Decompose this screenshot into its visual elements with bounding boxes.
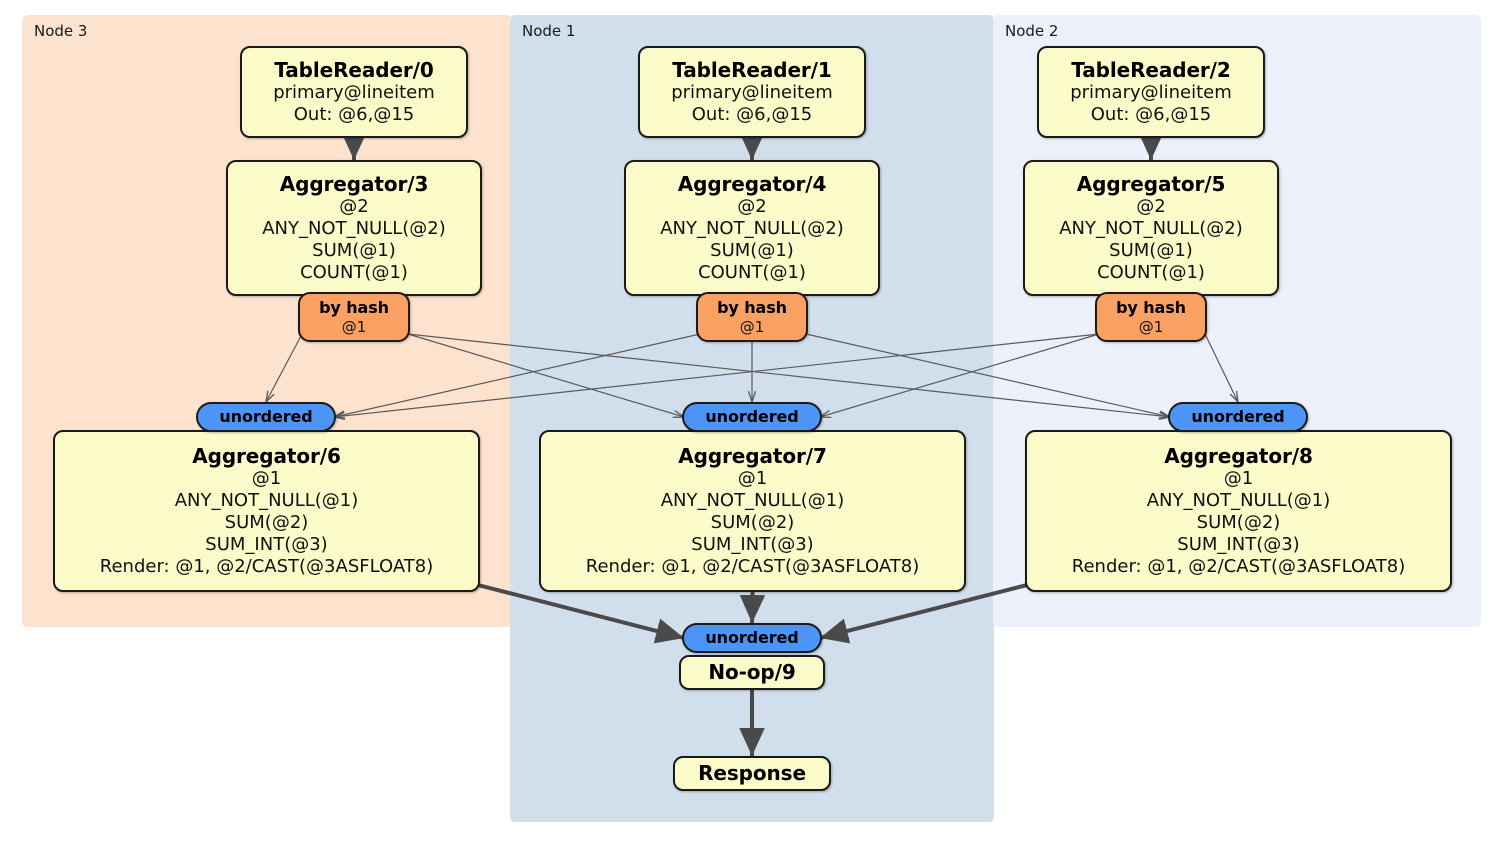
node-detail-line: @1	[1138, 317, 1164, 336]
node-noop9[interactable]: No-op/9	[679, 655, 825, 690]
node-detail-line: ANY_NOT_NULL(@2)	[1059, 218, 1243, 240]
node-detail-line: primary@lineitem	[671, 82, 833, 104]
node-detail-line: @1	[251, 468, 282, 490]
node-detail-line: Render: @1, @2/CAST(@3ASFLOAT8)	[1071, 556, 1406, 578]
node-detail-line: @1	[739, 317, 765, 336]
node-detail-line: SUM(@2)	[1196, 512, 1281, 534]
node-unordered8[interactable]: unordered	[1168, 402, 1308, 432]
node-detail-line: ANY_NOT_NULL(@1)	[660, 490, 845, 512]
node-detail-line: primary@lineitem	[273, 82, 435, 104]
node-detail-line: COUNT(@1)	[300, 262, 408, 284]
node-response[interactable]: Response	[673, 756, 831, 791]
node-detail-line: Out: @6,@15	[1090, 104, 1212, 126]
node-panel-label: Node 1	[522, 22, 576, 40]
node-detail-line: @2	[1136, 196, 1166, 218]
node-title: by hash	[717, 298, 787, 318]
node-title: Aggregator/7	[678, 443, 827, 468]
node-detail-line: SUM_INT(@3)	[1177, 534, 1300, 556]
node-title: TableReader/0	[274, 57, 434, 82]
node-title: No-op/9	[708, 660, 796, 685]
node-title: Aggregator/5	[1076, 171, 1226, 196]
node-unordered9[interactable]: unordered	[682, 623, 822, 653]
node-detail-line: @1	[341, 317, 367, 336]
node-detail-line: Render: @1, @2/CAST(@3ASFLOAT8)	[99, 556, 434, 578]
node-detail-line: ANY_NOT_NULL(@1)	[174, 490, 359, 512]
node-detail-line: SUM_INT(@3)	[691, 534, 814, 556]
node-title: TableReader/2	[1071, 57, 1231, 82]
node-detail-line: @2	[737, 196, 767, 218]
node-detail-line: Out: @6,@15	[293, 104, 415, 126]
node-title: Aggregator/8	[1164, 443, 1313, 468]
node-unordered7[interactable]: unordered	[682, 402, 822, 432]
node-detail-line: @1	[737, 468, 768, 490]
node-panel-label: Node 2	[1005, 22, 1059, 40]
node-detail-line: SUM(@1)	[312, 240, 396, 262]
node-title: unordered	[219, 407, 313, 427]
node-detail-line: @2	[339, 196, 369, 218]
node-detail-line: ANY_NOT_NULL(@2)	[262, 218, 446, 240]
node-detail-line: SUM(@2)	[224, 512, 309, 534]
node-byhash4[interactable]: by hash@1	[696, 292, 808, 342]
node-detail-line: COUNT(@1)	[1097, 262, 1205, 284]
node-unordered6[interactable]: unordered	[196, 402, 336, 432]
node-detail-line: ANY_NOT_NULL(@2)	[660, 218, 844, 240]
node-detail-line: ANY_NOT_NULL(@1)	[1146, 490, 1331, 512]
node-panel-label: Node 3	[34, 22, 88, 40]
node-title: Aggregator/4	[677, 171, 827, 196]
node-detail-line: Render: @1, @2/CAST(@3ASFLOAT8)	[585, 556, 920, 578]
node-title: by hash	[319, 298, 389, 318]
node-byhash5[interactable]: by hash@1	[1095, 292, 1207, 342]
node-detail-line: SUM(@2)	[710, 512, 795, 534]
node-title: unordered	[705, 407, 799, 427]
node-byhash3[interactable]: by hash@1	[298, 292, 410, 342]
node-title: Response	[698, 761, 806, 786]
node-detail-line: @1	[1223, 468, 1254, 490]
node-detail-line: SUM(@1)	[710, 240, 794, 262]
node-title: unordered	[1191, 407, 1285, 427]
node-title: Aggregator/6	[192, 443, 341, 468]
node-detail-line: SUM_INT(@3)	[205, 534, 328, 556]
node-detail-line: Out: @6,@15	[691, 104, 813, 126]
node-title: Aggregator/3	[279, 171, 429, 196]
node-title: unordered	[705, 628, 799, 648]
node-detail-line: COUNT(@1)	[698, 262, 806, 284]
node-title: by hash	[1116, 298, 1186, 318]
node-detail-line: primary@lineitem	[1070, 82, 1232, 104]
node-title: TableReader/1	[672, 57, 832, 82]
node-detail-line: SUM(@1)	[1109, 240, 1193, 262]
